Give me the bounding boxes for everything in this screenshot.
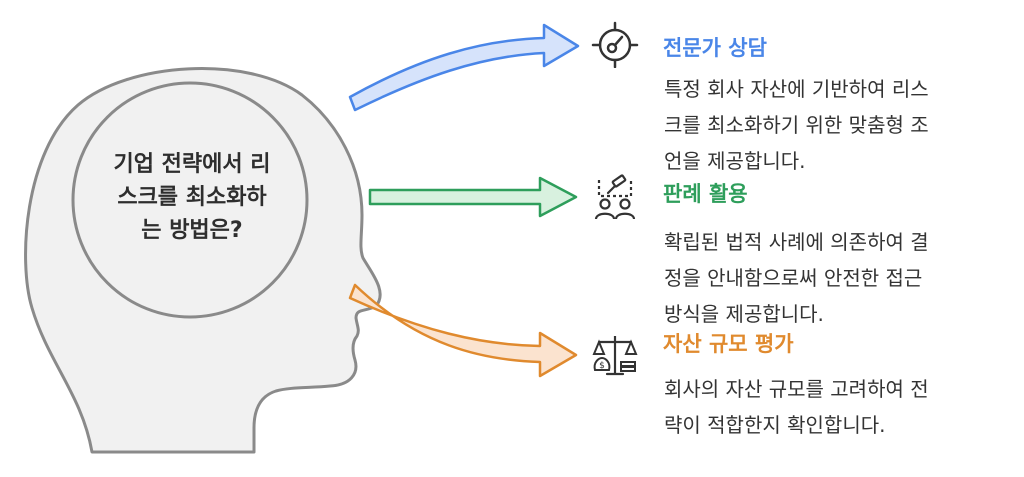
arrow-precedent <box>368 176 578 218</box>
center-question-line: 스크를 최소화하 <box>117 185 267 210</box>
desc-line: 크를 최소화하기 위한 맞춤형 조 <box>664 113 929 137</box>
desc-line: 언을 제공합니다. <box>664 149 806 173</box>
target-gauge-icon <box>591 21 639 68</box>
item-title-expert-consult: 전문가 상담 <box>663 36 767 60</box>
center-question-line: 는 방법은? <box>141 218 243 243</box>
scale-money-icon: $ <box>592 336 638 376</box>
people-gavel-icon <box>594 174 636 220</box>
item-desc-precedent: 확립된 법적 사례에 의존하여 결 정을 안내함으로써 안전한 접근 방식을 제… <box>664 224 1014 332</box>
item-desc-asset-size: 회사의 자산 규모를 고려하여 전 략이 적합한지 확인합니다. <box>664 371 1014 443</box>
arrow-asset-size <box>348 283 578 378</box>
center-question: 기업 전략에서 리 스크를 최소화하 는 방법은? <box>92 148 292 247</box>
desc-line: 회사의 자산 규모를 고려하여 전 <box>664 377 929 401</box>
center-question-line: 기업 전략에서 리 <box>113 152 271 177</box>
desc-line: 정을 안내함으로써 안전한 접근 <box>664 266 923 290</box>
desc-line: 확립된 법적 사례에 의존하여 결 <box>664 230 929 254</box>
desc-line: 방식을 제공합니다. <box>664 302 824 326</box>
item-title-precedent: 판례 활용 <box>663 182 748 206</box>
question-circle <box>71 81 309 319</box>
desc-line: 특정 회사 자산에 기반하여 리스 <box>664 77 929 101</box>
item-title-asset-size: 자산 규모 평가 <box>663 332 794 356</box>
item-desc-expert-consult: 특정 회사 자산에 기반하여 리스 크를 최소화하기 위한 맞춤형 조 언을 제… <box>664 71 1014 179</box>
arrow-expert-consult <box>348 23 580 112</box>
svg-text:$: $ <box>599 361 605 371</box>
desc-line: 략이 적합한지 확인합니다. <box>664 413 886 437</box>
